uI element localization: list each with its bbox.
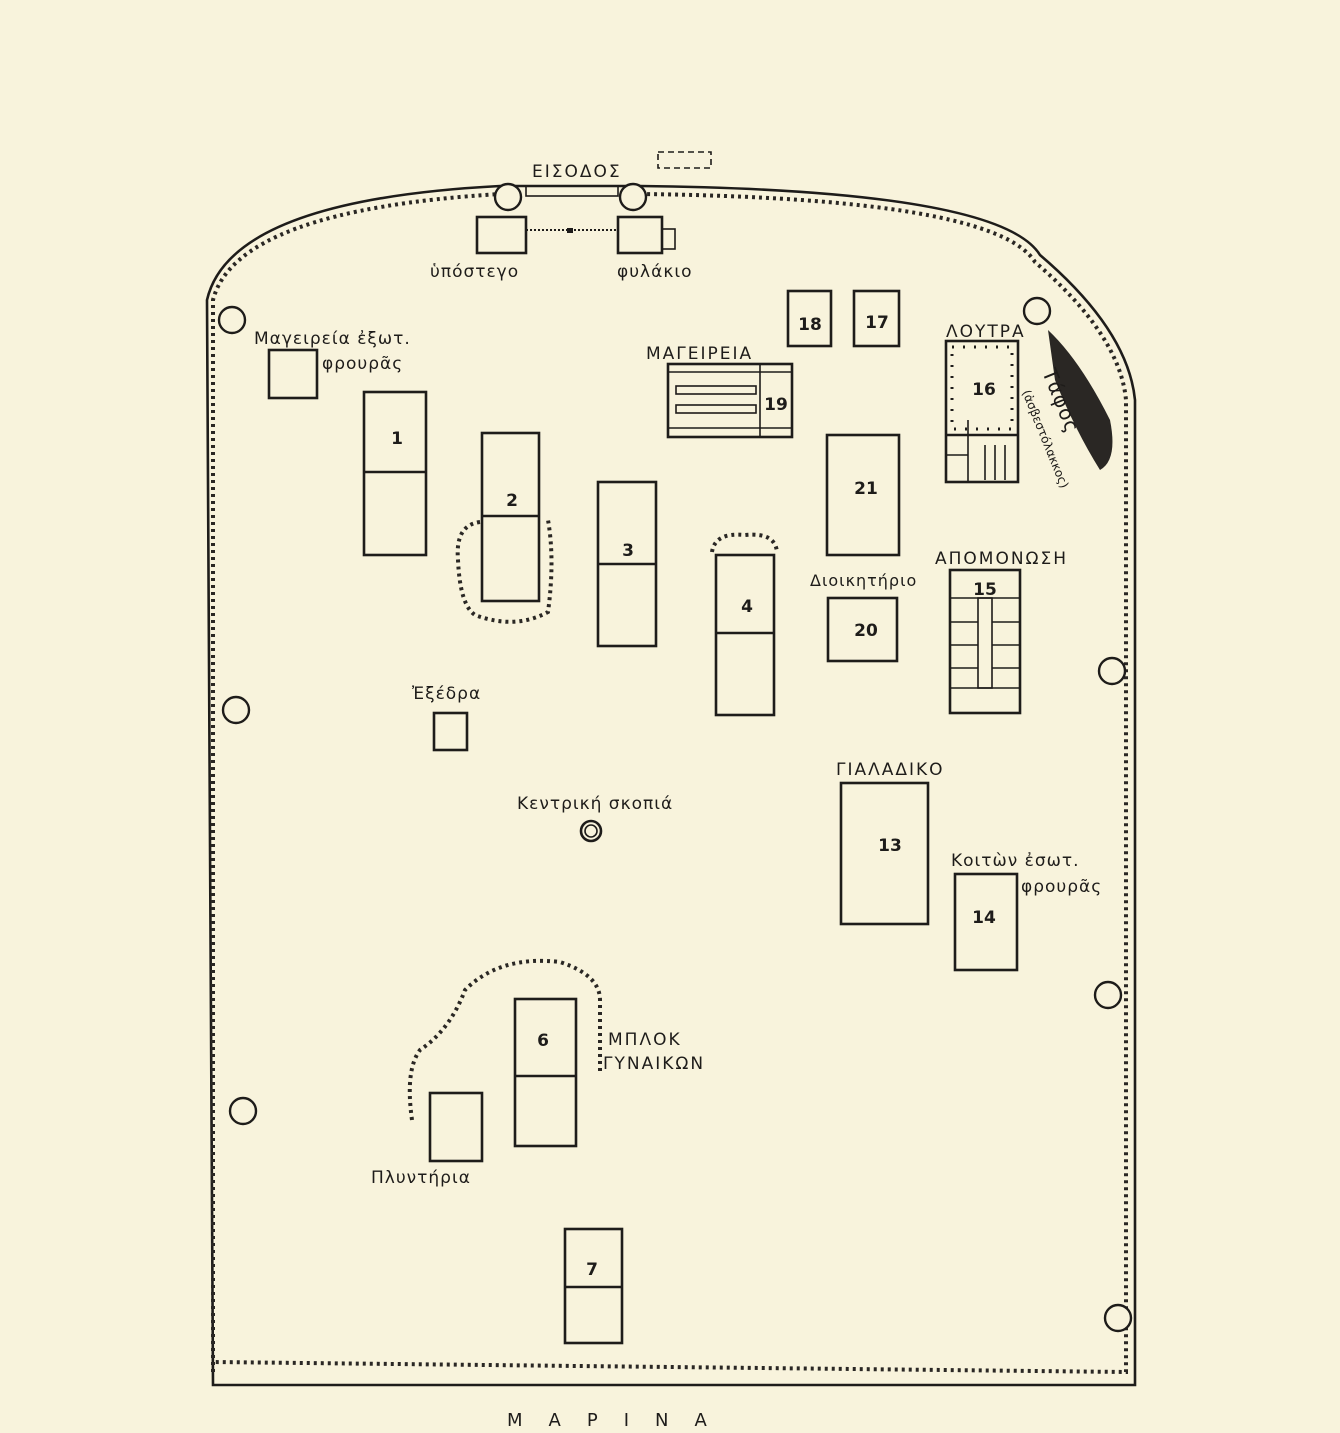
baths-label: ΛΟΥΤΡΑ: [946, 322, 1026, 342]
building-17: [852, 289, 901, 348]
building-2-number: 2: [506, 491, 518, 511]
building-3: [596, 480, 658, 648]
building-19-kitchens: [666, 362, 794, 439]
central-watchtower: [579, 819, 603, 843]
building-1-number: 1: [391, 429, 403, 449]
entrance-gate: [475, 151, 712, 255]
building-4-number: 4: [741, 597, 753, 617]
building-1: [362, 390, 428, 557]
building-6-number: 6: [537, 1031, 549, 1051]
perimeter-fence: [205, 184, 1137, 1387]
building-16-number: 16: [972, 380, 996, 400]
central-watchtower-label: Κεντρική σκοπιά: [517, 794, 673, 814]
shed-building: [475, 215, 528, 255]
building-15-isolation: [948, 568, 1022, 715]
building-14: [953, 872, 1019, 972]
building-2: [455, 431, 554, 624]
building-13-number: 13: [878, 836, 902, 856]
exedra-building: [432, 711, 469, 752]
inner-guard-quarters-label-2: φρουρᾶς: [1021, 877, 1102, 897]
building-19-number: 19: [764, 395, 788, 415]
isolation-label: ΑΠΟΜΟΝΩΣΗ: [935, 549, 1068, 569]
women-block-label: ΜΠΛΟΚ: [608, 1030, 682, 1050]
building-13: [839, 781, 930, 926]
outer-guard-kitchen-building: [267, 348, 319, 400]
building-21-number: 21: [854, 479, 878, 499]
outer-guard-kitchen-label: Μαγειρεία ἐξωτ.: [254, 329, 411, 349]
building-7-number: 7: [586, 1260, 598, 1280]
building-18-number: 18: [798, 315, 822, 335]
headquarters-label: Διοικητήριο: [810, 571, 917, 590]
women-block-label-2: ΓΥΝΑΙΚΩΝ: [603, 1054, 705, 1074]
grave-pit: [1048, 330, 1113, 470]
building-17-number: 17: [865, 313, 889, 333]
building-14-number: 14: [972, 908, 996, 928]
building-7: [563, 1227, 624, 1345]
building-16-baths: [944, 339, 1020, 484]
laundry-building: [428, 1091, 484, 1163]
perimeter-watchposts: [217, 182, 1133, 1333]
entrance-label: ΕΙΣΟΔΟΣ: [532, 162, 622, 182]
shed-label: ὑπόστεγο: [430, 262, 519, 282]
building-18: [786, 289, 833, 348]
women-block-hedge: [407, 958, 602, 1121]
guardhouse-building: [616, 215, 664, 255]
outer-guard-kitchen-label-2: φρουρᾶς: [322, 354, 403, 374]
building-15-number: 15: [973, 580, 997, 600]
kitchens-label: ΜΑΓΕΙΡΕΙΑ: [646, 344, 753, 364]
exedra-label: Ἐξέδρα: [412, 684, 481, 704]
building-20-headquarters: [826, 596, 899, 663]
guardhouse-label: φυλάκιο: [617, 262, 693, 282]
inner-guard-quarters-label: Κοιτὼν ἐσωτ.: [951, 851, 1080, 871]
laundry-label: Πλυντήρια: [371, 1168, 471, 1188]
building-21: [825, 433, 901, 557]
gialadiko-label: ΓΙΑΛΑΔΙΚΟ: [836, 760, 945, 780]
building-3-number: 3: [622, 541, 634, 561]
building-6: [513, 997, 578, 1148]
building-4: [710, 532, 779, 717]
map-title: ΜΑΡΙΝΑ: [507, 1410, 733, 1431]
building-20-number: 20: [854, 621, 878, 641]
